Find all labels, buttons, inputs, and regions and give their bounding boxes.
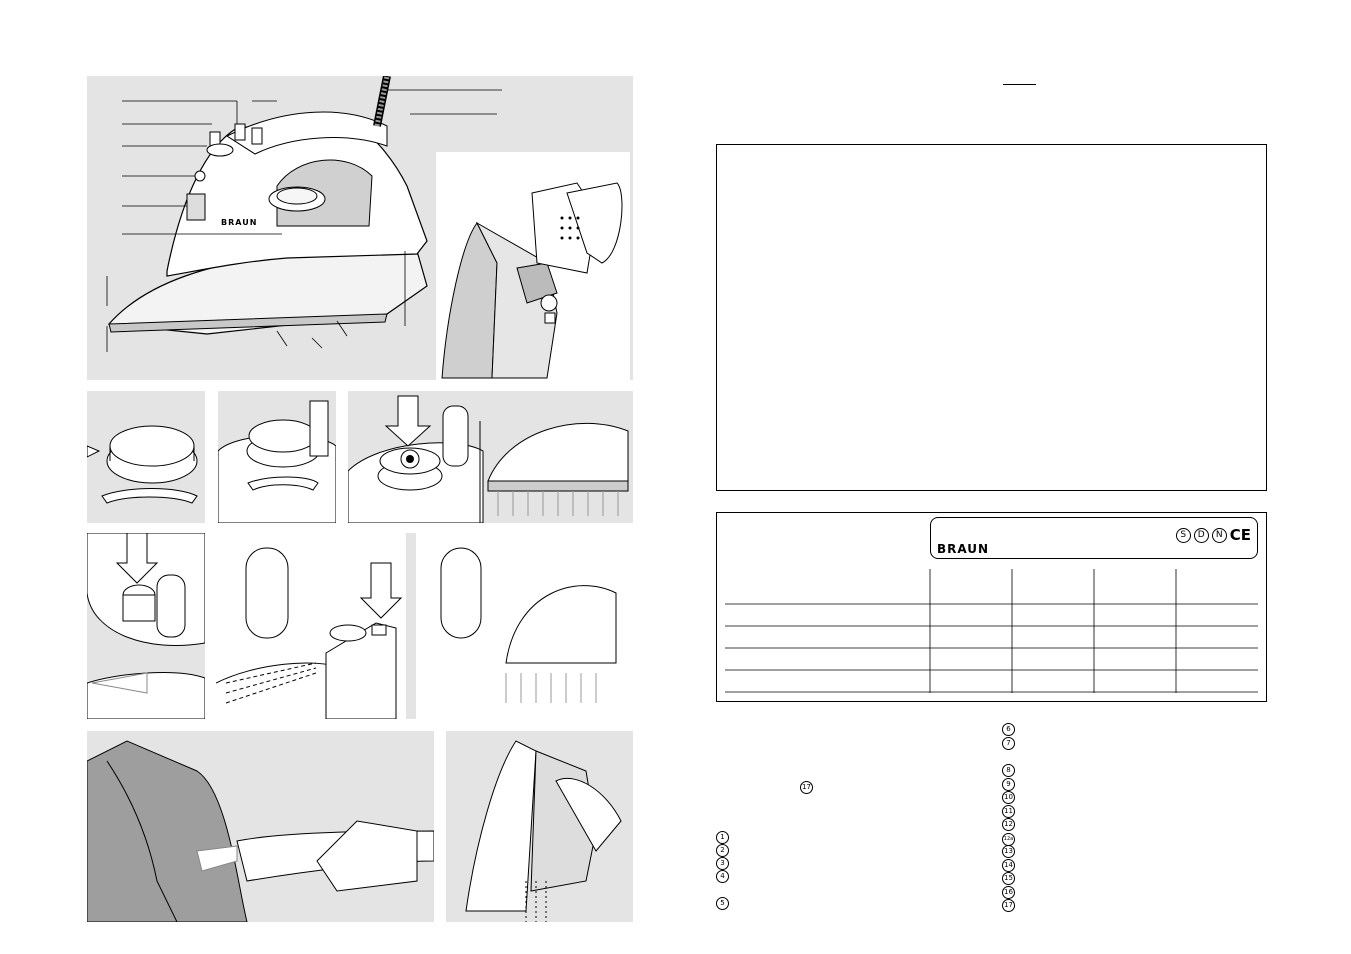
item-number: 2 <box>716 837 736 857</box>
rating-plate-marks: S D N CE <box>1175 526 1251 544</box>
filling-inset <box>436 152 630 380</box>
inline-item-ref: 17 <box>800 774 813 794</box>
item-number: 4 <box>716 863 736 890</box>
vertical-steam-jacket-illustration <box>87 731 434 922</box>
iron-overview-illustration: BRAUN <box>87 76 633 380</box>
item-number: 3 <box>716 850 736 870</box>
mark-d-icon: D <box>1193 527 1209 543</box>
dial-setting-illustration <box>218 391 336 523</box>
item-number: 16 <box>1002 879 1022 899</box>
item-number: 8 <box>1002 757 1022 777</box>
iron-brand-logo: BRAUN <box>221 218 258 227</box>
item-number: 5 <box>716 890 736 910</box>
item-number: 12 <box>1002 811 1022 831</box>
item-number: 12a <box>1002 825 1022 846</box>
vertical-iron-illustration <box>446 731 633 922</box>
item-number: 17 <box>1002 892 1022 912</box>
dial-turn-illustration <box>87 391 205 523</box>
warning-box <box>716 144 1267 491</box>
spec-table-grid <box>725 569 1258 693</box>
mark-s-icon: S <box>1175 527 1191 543</box>
item-number: 9 <box>1002 771 1022 791</box>
rating-plate: BRAUN S D N CE <box>930 517 1258 559</box>
item-number: 11 <box>1002 798 1022 818</box>
mark-n-icon: N <box>1211 527 1227 543</box>
item-numbers-right: 6 7 8 9 10 11 12 12a 13 14 15 16 17 <box>1002 716 1022 912</box>
item-number: 6 <box>1002 716 1022 736</box>
item-number: 1 <box>716 824 736 844</box>
item-numbers-left: 1 2 3 4 5 <box>716 824 736 910</box>
item-number: 10 <box>1002 784 1022 804</box>
item-number: 7 <box>1002 730 1022 757</box>
spray-illustration <box>216 533 633 719</box>
ce-mark-icon: CE <box>1229 526 1251 544</box>
item-number: 15 <box>1002 865 1022 885</box>
steam-button-illustration <box>87 533 205 719</box>
top-rule <box>1003 84 1036 85</box>
item-number: 13 <box>1002 838 1022 858</box>
rating-plate-brand: BRAUN <box>937 542 990 556</box>
item-number: 14 <box>1002 852 1022 872</box>
button-press-illustration <box>348 391 633 523</box>
spec-table-box: BRAUN S D N CE <box>716 512 1267 702</box>
